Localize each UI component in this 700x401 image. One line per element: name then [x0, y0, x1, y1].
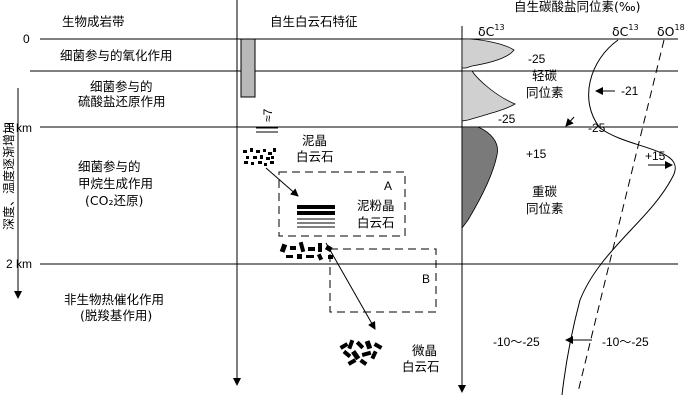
- value-minus21: -21: [621, 84, 639, 98]
- value-minus25-right: -25: [588, 121, 606, 135]
- light-isotope-label-2: 同位素: [526, 85, 564, 100]
- light-carbon-curve-oxidation: [461, 38, 515, 69]
- value-minus25-mid: -25: [498, 112, 516, 126]
- depth-axis-label: 深度、温度逐渐增加: [1, 122, 16, 230]
- header-delta-c-right: δC13: [612, 23, 639, 39]
- silty-dolomite-label-2: 白云石: [357, 215, 395, 230]
- depth-tick-2km: 2 km: [6, 257, 32, 271]
- zone-thermal-line2: (脱羧基作用): [80, 308, 152, 323]
- light-carbon-curve-sulfate: [461, 70, 516, 122]
- depth-tick-1km: 1 km: [6, 121, 32, 135]
- zone-sulfate-line1: 细菌参与的: [90, 79, 153, 94]
- transform-arrow-2: [325, 242, 376, 330]
- zone-thermal-line1: 非生物热催化作用: [64, 292, 164, 307]
- micro-dolomite-label-2: 白云石: [402, 359, 440, 374]
- zone-oxidation: 细菌参与的氧化作用: [60, 48, 173, 63]
- range-right: -10～-25: [602, 335, 649, 349]
- micro-dolomite-label-1: 微晶: [412, 343, 437, 358]
- header-biodiagenetic-zone: 生物成岩带: [62, 14, 125, 29]
- header-delta-c-left: δC13: [478, 23, 505, 39]
- delta-c-reference-line: [577, 39, 665, 393]
- transform-arrow-1: [265, 167, 299, 197]
- header-isotope: 自生碳酸盐同位素(‰): [514, 0, 641, 14]
- heavy-carbon-curve: [461, 126, 498, 230]
- micro-dolomite-crystals: [339, 339, 383, 366]
- zone-sulfate-line2: 硫酸盐还原作用: [78, 94, 166, 109]
- range-left: -10～-25: [493, 335, 540, 349]
- heavy-isotope-label-1: 重碳: [532, 184, 558, 199]
- box-a-label: A: [384, 179, 392, 193]
- heavy-isotope-label-2: 同位素: [526, 201, 564, 216]
- silty-dolomite-crystals: [297, 205, 335, 228]
- isotope-trend-curve: [561, 39, 676, 396]
- header-dolomite-features: 自生白云石特征: [270, 14, 358, 29]
- value-plus15: +15: [526, 147, 547, 161]
- value-plus15-right: +15: [645, 149, 666, 163]
- header-delta-o: δO18: [657, 23, 685, 39]
- box-b-label: B: [422, 272, 430, 286]
- early-dolomite-bar: [240, 38, 256, 98]
- depth-tick-0: 0: [23, 32, 30, 46]
- silty-dolomite-label-1: 泥粉晶: [357, 198, 395, 213]
- wavy-mark: ≈7: [261, 108, 275, 122]
- box-a: [278, 171, 406, 237]
- mixed-dolomite-crystals: [279, 241, 333, 261]
- muddy-dolomite-label-1: 泥晶: [302, 133, 327, 148]
- value-minus25-top: -25: [528, 52, 546, 66]
- zone-methanogenesis-line2: 甲烷生成作用: [78, 176, 153, 191]
- zone-methanogenesis-line3: (CO₂还原): [85, 193, 143, 208]
- arrow-minus25: [565, 116, 575, 127]
- zone-methanogenesis-line1: 细菌参与的: [78, 159, 141, 174]
- muddy-dolomite-label-2: 白云石: [296, 149, 334, 164]
- light-isotope-label-1: 轻碳: [532, 68, 558, 83]
- muddy-dolomite-crystals: [243, 148, 276, 166]
- box-b: [329, 248, 437, 313]
